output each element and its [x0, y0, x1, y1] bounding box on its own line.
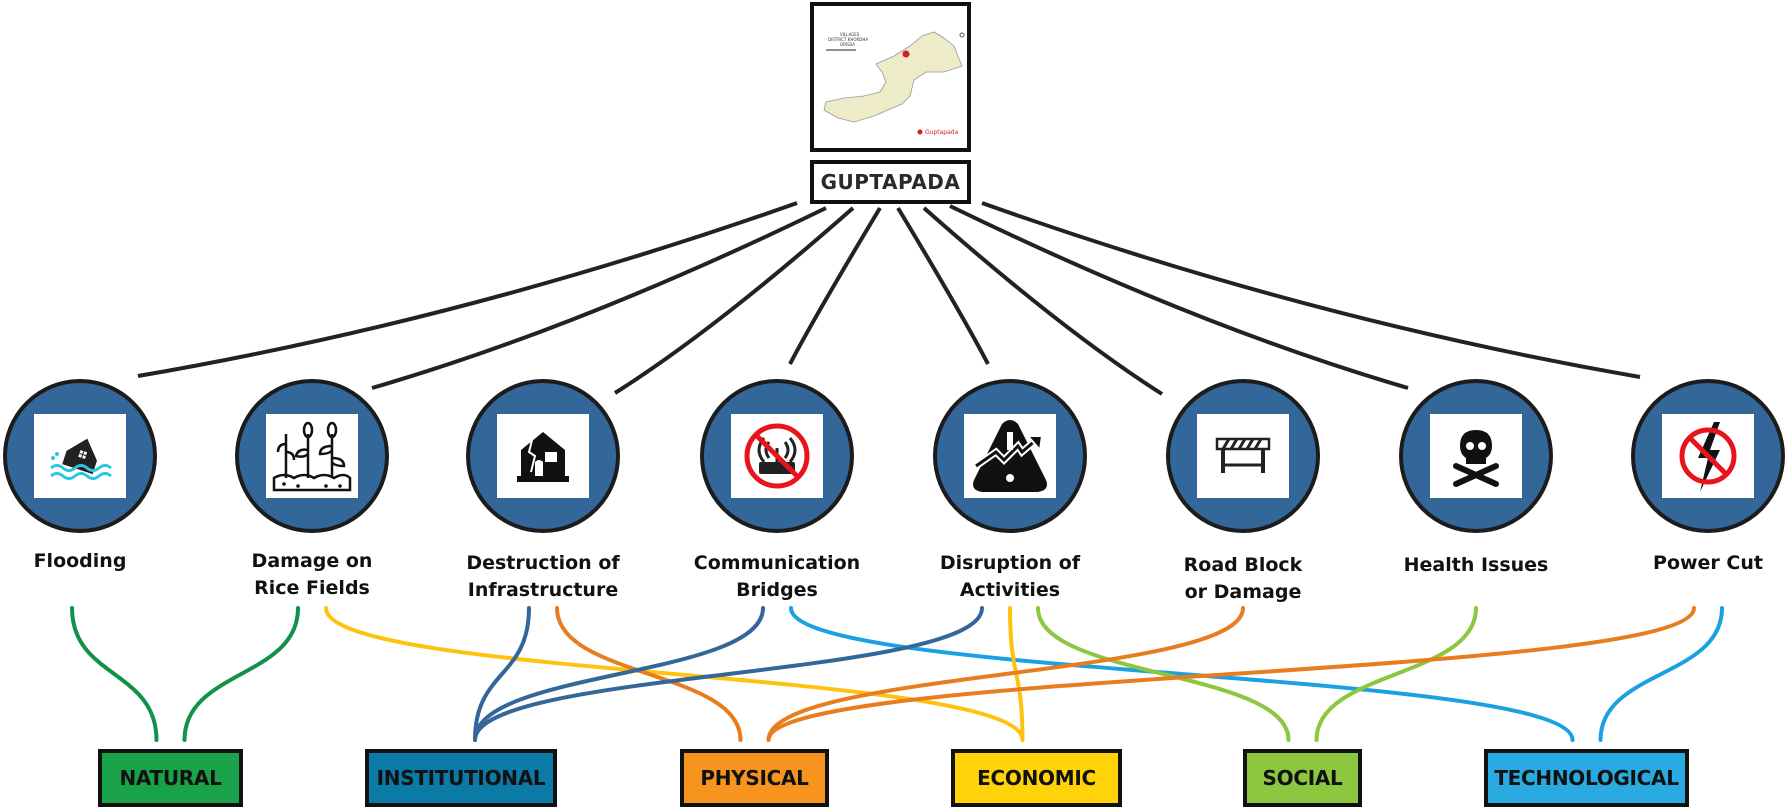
impact-label-disrupt: Disruption of Activities: [910, 550, 1110, 604]
flooded-house-icon: [34, 414, 126, 498]
link-health-social: [1314, 606, 1478, 742]
impact-label-line: Infrastructure: [467, 579, 619, 601]
map-heading-line-3: ORISSA: [840, 42, 855, 47]
link-rice-natural: [182, 606, 300, 742]
legend-marker: [917, 129, 923, 135]
category-natural: NATURAL: [98, 749, 243, 807]
category-institutional: INSTITUTIONAL: [365, 749, 557, 807]
village-marker: [902, 50, 910, 58]
impact-node-rice: [235, 379, 389, 533]
root-connector-health: [949, 204, 1409, 390]
impact-label-line: Bridges: [736, 579, 818, 601]
map-legend-label: Guptapada: [925, 129, 959, 136]
impact-label-flooding: Flooding: [0, 548, 180, 575]
link-flooding-natural: [70, 606, 159, 742]
impact-node-disrupt: [933, 379, 1087, 533]
root-connector-road: [922, 206, 1164, 396]
village-title: GUPTAPADA: [810, 160, 971, 204]
location-map: VILLAGES DISTRICT KHORDHA ORISSA Guptapa…: [810, 2, 971, 152]
root-connector-flooding: [137, 201, 798, 378]
category-economic: ECONOMIC: [951, 749, 1122, 807]
link-infra-physical: [555, 606, 743, 742]
link-rice-economic: [324, 606, 1025, 742]
map-heading-line-1: VILLAGES: [840, 32, 860, 37]
impact-label-line: Flooding: [33, 550, 127, 572]
link-disrupt-social: [1036, 606, 1291, 742]
map-icon: VILLAGES DISTRICT KHORDHA ORISSA Guptapa…: [823, 31, 965, 136]
category-physical: PHYSICAL: [680, 749, 829, 807]
link-comm-institutional: [473, 606, 765, 742]
map-heading-line-2: DISTRICT KHORDHA: [828, 37, 868, 42]
barrier-icon: [1197, 414, 1289, 498]
impact-label-line: Power Cut: [1653, 552, 1763, 574]
impact-label-line: Road Block: [1183, 554, 1303, 576]
impact-label-line: Activities: [959, 579, 1061, 601]
root-connector-disrupt: [896, 206, 990, 365]
root-connector-comm: [788, 206, 882, 365]
impact-node-road: [1166, 379, 1320, 533]
impact-label-road: Road Block or Damage: [1143, 552, 1343, 606]
impact-label-line: or Damage: [1184, 581, 1302, 603]
impact-node-comm: [700, 379, 854, 533]
link-comm-technological: [789, 606, 1575, 742]
impact-label-line: Rice Fields: [254, 577, 370, 599]
impact-label-line: Disruption of: [939, 552, 1081, 574]
impact-label-power: Power Cut: [1608, 550, 1788, 577]
category-technological: TECHNOLOGICAL: [1484, 749, 1689, 807]
no-signal-icon: [731, 414, 823, 498]
link-infra-institutional: [473, 606, 531, 742]
impact-label-rice: Damage on Rice Fields: [212, 548, 412, 602]
link-power-physical: [766, 606, 1696, 742]
crops-icon: [266, 414, 358, 498]
link-disrupt-institutional: [473, 606, 984, 742]
link-power-technological: [1598, 606, 1724, 742]
impact-node-health: [1399, 379, 1553, 533]
root-connector-rice: [371, 206, 827, 390]
root-connector-power: [981, 201, 1641, 379]
impact-node-power: [1631, 379, 1785, 533]
skull-crossbones-icon: [1430, 414, 1522, 498]
impact-node-flooding: [3, 379, 157, 533]
impact-label-health: Health Issues: [1376, 552, 1576, 579]
link-road-physical: [766, 606, 1245, 742]
warning-zigzag-icon: [964, 414, 1056, 498]
impact-label-line: Damage on: [251, 550, 373, 572]
category-social: SOCIAL: [1243, 749, 1362, 807]
impact-label-line: Destruction of: [466, 552, 620, 574]
impact-label-line: Communication: [693, 552, 861, 574]
impact-node-infra: [466, 379, 620, 533]
damaged-building-icon: [497, 414, 589, 498]
impact-label-line: Health Issues: [1403, 554, 1549, 576]
impact-label-infra: Destruction of Infrastructure: [443, 550, 643, 604]
root-connector-infra: [613, 206, 855, 395]
no-power-icon: [1662, 414, 1754, 498]
